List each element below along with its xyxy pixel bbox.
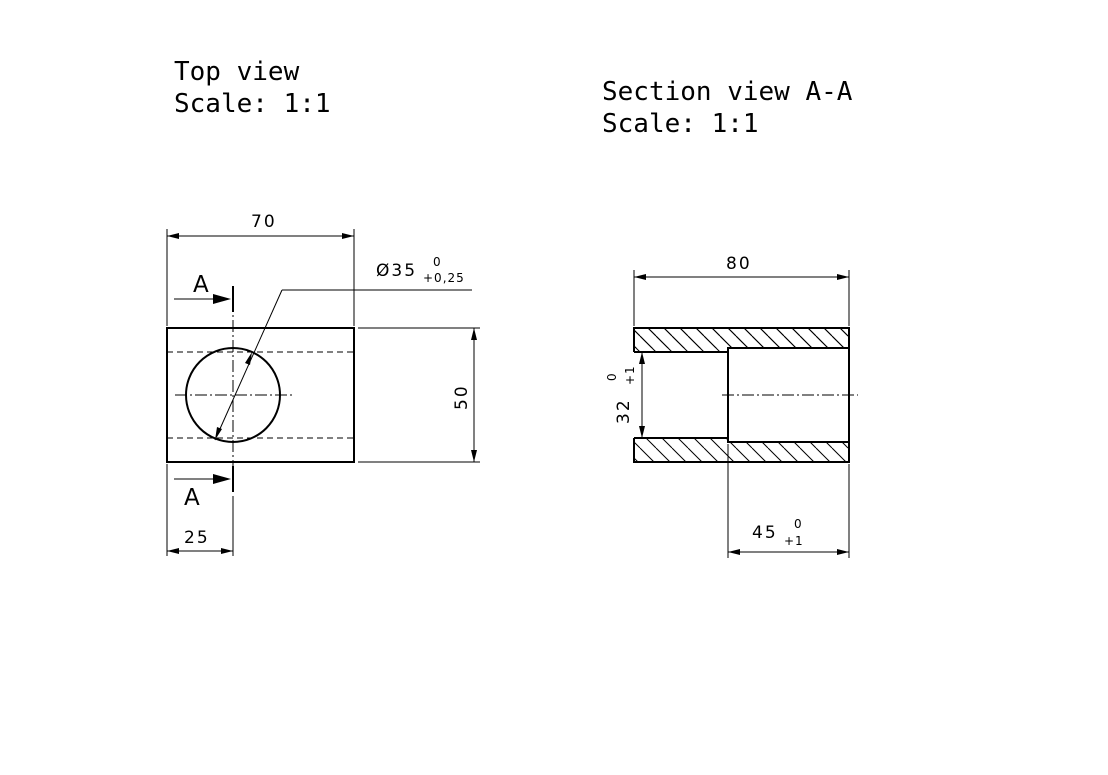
hatch-region-top xyxy=(634,328,849,352)
dim-text-70: 70 xyxy=(251,212,277,232)
section-view: 80 32 0 +1 45 0 +1 xyxy=(605,254,858,558)
arrow-80-right xyxy=(837,274,849,280)
arrow-80-left xyxy=(634,274,646,280)
top-view-title: Top view xyxy=(174,57,300,87)
arrow-32-bottom xyxy=(639,426,645,438)
arrow-32-top xyxy=(639,352,645,364)
section-arrow-bottom-head xyxy=(213,474,231,484)
tol-32-upper: 0 xyxy=(605,372,619,381)
section-label-top: A xyxy=(193,272,209,298)
arrow-50-bottom xyxy=(471,450,477,462)
top-view: A A 70 50 25 Ø35 0 +0,25 xyxy=(166,212,480,556)
tol-diameter-lower: +0,25 xyxy=(423,271,465,285)
arrow-45-right xyxy=(837,549,849,555)
dim-text-45: 45 xyxy=(752,523,778,543)
section-view-scale: Scale: 1:1 xyxy=(602,109,759,139)
tol-45-upper: 0 xyxy=(794,517,803,531)
tol-32-lower: +1 xyxy=(623,365,637,385)
arrow-25-left xyxy=(167,548,179,554)
section-arrow-top-head xyxy=(213,294,231,304)
leader-diameter xyxy=(214,289,283,441)
section-view-title: Section view A-A xyxy=(602,77,853,107)
dim-text-32: 32 xyxy=(614,398,634,424)
tol-45-lower: +1 xyxy=(784,534,804,548)
dim-text-80: 80 xyxy=(726,254,752,274)
tol-diameter-upper: 0 xyxy=(433,255,442,269)
dim-text-diameter: Ø35 xyxy=(376,261,417,281)
arrow-70-right xyxy=(342,233,354,239)
dim-text-25: 25 xyxy=(184,528,210,548)
top-view-scale: Scale: 1:1 xyxy=(174,89,331,119)
arrow-diameter-upper xyxy=(245,352,252,365)
top-view-outline xyxy=(166,327,355,463)
arrow-45-left xyxy=(728,549,740,555)
section-label-bottom: A xyxy=(184,485,200,511)
dim-text-50: 50 xyxy=(452,384,472,410)
arrow-25-right xyxy=(221,548,233,554)
hatch-region-bottom xyxy=(634,438,849,462)
arrow-70-left xyxy=(167,233,179,239)
arrow-diameter-lower xyxy=(215,427,222,440)
arrow-50-top xyxy=(471,328,477,340)
